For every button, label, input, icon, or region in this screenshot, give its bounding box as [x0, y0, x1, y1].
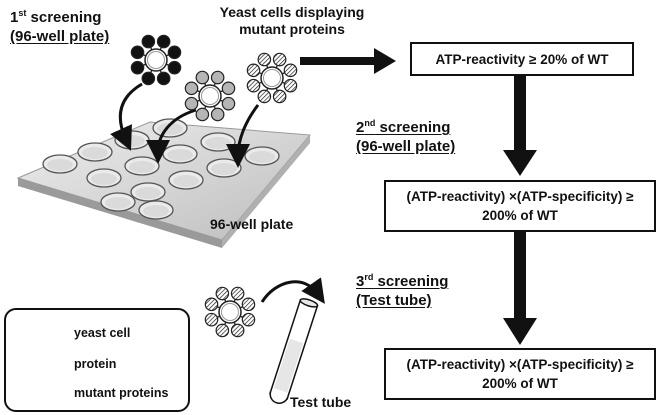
mutant-protein: [215, 323, 230, 338]
mutant-protein: [241, 312, 256, 327]
yeast-cells: [130, 34, 298, 338]
mutant-protein: [141, 34, 156, 49]
criteria-box-1: ATP-reactivity ≥ 20% of WT: [410, 42, 634, 76]
screening-3-title: 3rd screening (Test tube): [356, 272, 449, 309]
yeast-cell-gray-proteins: [184, 70, 236, 122]
mutant-protein: [230, 323, 245, 338]
mutant-protein: [230, 286, 245, 301]
mutant-protein: [167, 45, 182, 60]
flow-arrow-down-2: [503, 232, 537, 345]
flow-arrow-down-1: [503, 76, 537, 176]
mutant-protein: [156, 34, 171, 49]
criteria-box-2: (ATP-reactivity) ×(ATP-specificity) ≥ 20…: [384, 180, 656, 232]
mutant-protein: [257, 89, 272, 104]
mutant-protein: [204, 312, 219, 327]
yeast-label: Yeast cells displaying mutant proteins: [219, 4, 365, 37]
mutant-protein: [272, 52, 287, 67]
mutant-protein: [141, 71, 156, 86]
legend: [4, 308, 190, 412]
screening-2-title: 2nd screening (96-well plate): [356, 118, 456, 155]
yeast-cell: [144, 48, 168, 72]
criteria-box-3: (ATP-reactivity) ×(ATP-specificity) ≥ 20…: [384, 348, 656, 400]
test-tube-label: Test tube: [290, 394, 352, 410]
screening-1-title: 1st screening (96-well plate): [10, 8, 110, 45]
mutant-protein: [241, 297, 256, 312]
flow-arrow-right: [300, 48, 396, 74]
plate-arrows: [110, 82, 260, 168]
mutant-protein: [210, 107, 225, 122]
screening-1-subtitle: (96-well plate): [10, 28, 110, 45]
plate-label: 96-well plate: [210, 216, 294, 232]
legend-label-yeast-cell: yeast cell: [74, 326, 131, 340]
mutant-protein: [156, 71, 171, 86]
mutant-protein: [272, 89, 287, 104]
mutant-protein: [195, 107, 210, 122]
yeast-cell-striped-proteins: [246, 52, 298, 104]
mutant-protein: [246, 63, 261, 78]
mutant-protein: [221, 96, 236, 111]
test-tube-illustration: [260, 277, 325, 404]
mutant-protein: [184, 96, 199, 111]
mutant-protein: [246, 78, 261, 93]
mutant-protein: [167, 60, 182, 75]
mutant-protein: [215, 286, 230, 301]
mutant-protein: [257, 52, 272, 67]
yeast-cell-test-tube: [204, 286, 256, 338]
yeast-cell: [198, 84, 222, 108]
screening-3-subtitle: (Test tube): [356, 292, 432, 309]
yeast-cell: [260, 66, 284, 90]
mutant-protein: [283, 78, 298, 93]
yeast-cell-black-proteins: [130, 34, 182, 86]
mutant-protein: [184, 81, 199, 96]
mutant-protein: [210, 70, 225, 85]
mutant-protein: [221, 81, 236, 96]
screening-2-subtitle: (96-well plate): [356, 138, 456, 155]
mutant-protein: [283, 63, 298, 78]
legend-label-protein: protein: [74, 357, 117, 371]
mutant-protein: [195, 70, 210, 85]
legend-label-mutant-proteins: mutant proteins: [74, 386, 169, 400]
mutant-protein: [204, 297, 219, 312]
yeast-cell: [218, 300, 242, 324]
mutant-protein: [130, 60, 145, 75]
mutant-protein: [130, 45, 145, 60]
